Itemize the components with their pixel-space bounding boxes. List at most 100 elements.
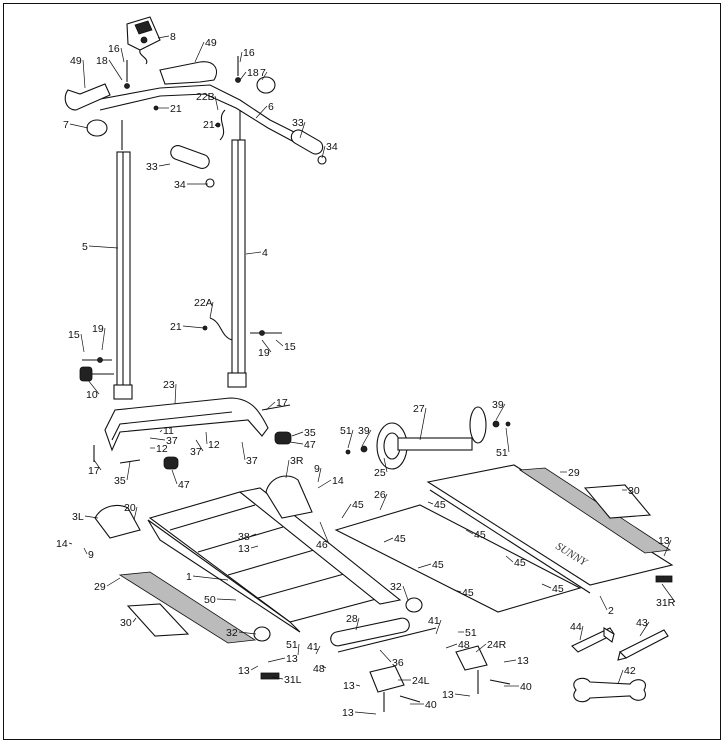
part-label-p7b: 7 (63, 119, 69, 131)
leader-line-p45a (341, 503, 352, 519)
leader-line-p28 (355, 617, 360, 631)
part-label-p14a: 14 (332, 475, 344, 487)
leader-line-p45h (541, 583, 552, 589)
base-frame-part (93, 397, 292, 470)
leader-line-p33a (299, 121, 306, 139)
part-label-p41a: 41 (307, 641, 319, 653)
leader-line-p47b (171, 469, 178, 485)
part-label-p22A: 22A (194, 297, 213, 309)
part-label-p32b: 32 (390, 581, 402, 593)
leader-line-p4 (245, 251, 262, 255)
part-label-p17a: 17 (276, 397, 288, 409)
leader-line-p49b (194, 41, 205, 63)
leader-line-p7a (261, 71, 268, 81)
part-label-p2: 2 (608, 605, 614, 617)
part-label-p3R: 3R (290, 455, 304, 467)
leader-line-p16b (239, 51, 243, 63)
leader-line-p46 (319, 521, 330, 545)
leader-line-p25 (383, 457, 388, 473)
part-label-p13b: 13 (658, 535, 670, 547)
side-rail-right (518, 467, 672, 554)
leader-line-p37b (195, 439, 204, 452)
leader-line-p18b (239, 71, 247, 81)
leader-line-p20 (133, 506, 138, 521)
part-label-p32a: 32 (226, 627, 238, 639)
leader-line-p45b (427, 501, 434, 505)
part-label-p33b: 33 (146, 161, 158, 173)
part-label-p48b: 48 (458, 639, 470, 651)
part-label-p46: 46 (316, 539, 328, 551)
part-label-p11: 11 (163, 425, 174, 437)
leader-line-p13b (663, 539, 672, 557)
leader-line-p43 (639, 621, 650, 637)
part-label-p19a: 19 (92, 323, 104, 335)
part-label-p51a: 51 (340, 425, 352, 437)
part-label-p39b: 39 (492, 399, 504, 411)
part-label-p26: 26 (374, 489, 386, 501)
leader-line-p45d (465, 529, 474, 535)
part-label-p34a: 34 (326, 141, 338, 153)
leader-line-p9a (317, 467, 322, 483)
part-label-p12b: 12 (208, 439, 220, 451)
part-label-p45a: 45 (352, 499, 364, 511)
part-label-p47a: 47 (304, 439, 316, 451)
part-label-p5: 5 (82, 241, 88, 253)
part-label-p38: 38 (238, 531, 250, 543)
leader-line-p48a (321, 665, 327, 669)
leader-line-p13d (267, 657, 286, 663)
leader-line-p39a (361, 429, 372, 447)
part-label-p31R: 31R (656, 597, 676, 609)
leader-line-p15a (80, 333, 85, 353)
leader-line-p13a (250, 545, 259, 549)
part-label-p49a: 49 (70, 55, 82, 67)
part-label-p45f: 45 (514, 557, 526, 569)
leader-line-p16a (120, 47, 125, 63)
leader-line-p36 (379, 649, 392, 663)
leader-line-p26 (379, 493, 388, 511)
part-label-p45g: 45 (462, 587, 474, 599)
leader-line-p24R (475, 643, 487, 653)
part-label-p43: 43 (636, 617, 648, 629)
part-label-p48a: 48 (313, 663, 325, 675)
part-label-p9a: 9 (314, 463, 320, 475)
console-part (126, 16, 161, 65)
leader-line-p13h (354, 711, 377, 715)
leader-line-p17b (93, 459, 102, 471)
open-wrench-42 (573, 677, 646, 703)
part-label-p14b: 14 (56, 538, 68, 550)
part-label-p42: 42 (624, 665, 636, 677)
part-label-p29a: 29 (568, 467, 580, 479)
part-label-p18a: 18 (96, 55, 108, 67)
leader-line-p9b (83, 547, 88, 555)
leader-line-p27 (419, 407, 427, 441)
deck-board-part (334, 464, 674, 613)
leader-line-p35b (126, 461, 131, 481)
upright-right-part (209, 139, 247, 388)
leader-line-p41a (315, 645, 321, 655)
handlebar-frame-part (94, 84, 301, 150)
hardware-top (124, 56, 241, 141)
leader-line-p37c (241, 441, 246, 461)
flywheel-axle-part (345, 406, 511, 470)
part-label-p13h: 13 (342, 707, 354, 719)
leader-line-p34a (321, 145, 326, 159)
part-label-p24R: 24R (487, 639, 507, 651)
part-label-p19b: 19 (258, 347, 270, 359)
part-label-p13a: 13 (238, 543, 250, 555)
part-label-p21a: 21 (170, 103, 182, 115)
leader-line-p14b (68, 542, 73, 545)
leader-line-p45g (453, 589, 462, 593)
part-label-p41b: 41 (428, 615, 440, 627)
part-label-p45e: 45 (432, 559, 444, 571)
part-label-p47b: 47 (178, 479, 190, 491)
leader-line-p29b (106, 577, 121, 587)
part-label-p51c: 51 (286, 639, 298, 651)
part-label-p4: 4 (262, 247, 268, 259)
leader-line-p21b (214, 123, 217, 127)
leader-line-p39b (495, 403, 506, 421)
part-label-p35a: 35 (304, 427, 316, 439)
part-label-p31L: 31L (284, 674, 302, 686)
part-label-p17b: 17 (88, 465, 100, 477)
